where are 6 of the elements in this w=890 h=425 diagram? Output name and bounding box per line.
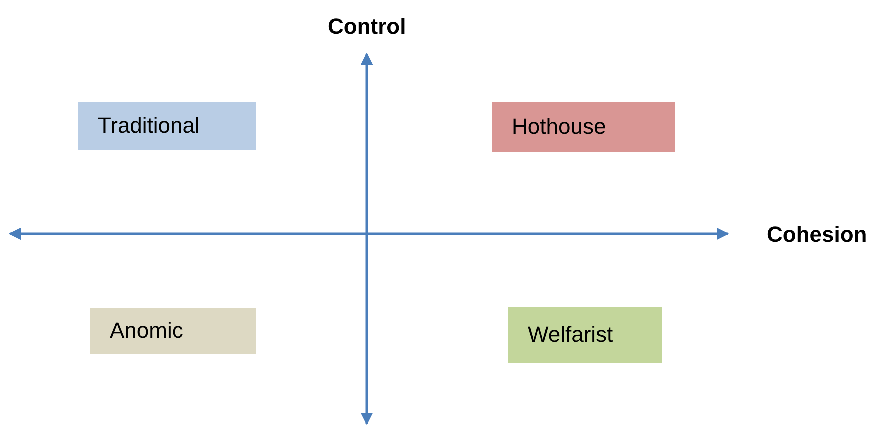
axis-label: Control xyxy=(328,14,406,40)
axis-label: Cohesion xyxy=(767,222,868,248)
quadrant-box: Anomic xyxy=(90,308,256,354)
quadrant-box: Welfarist xyxy=(508,307,662,363)
quadrant-box: Traditional xyxy=(78,102,256,150)
quadrant-box: Hothouse xyxy=(492,102,675,152)
